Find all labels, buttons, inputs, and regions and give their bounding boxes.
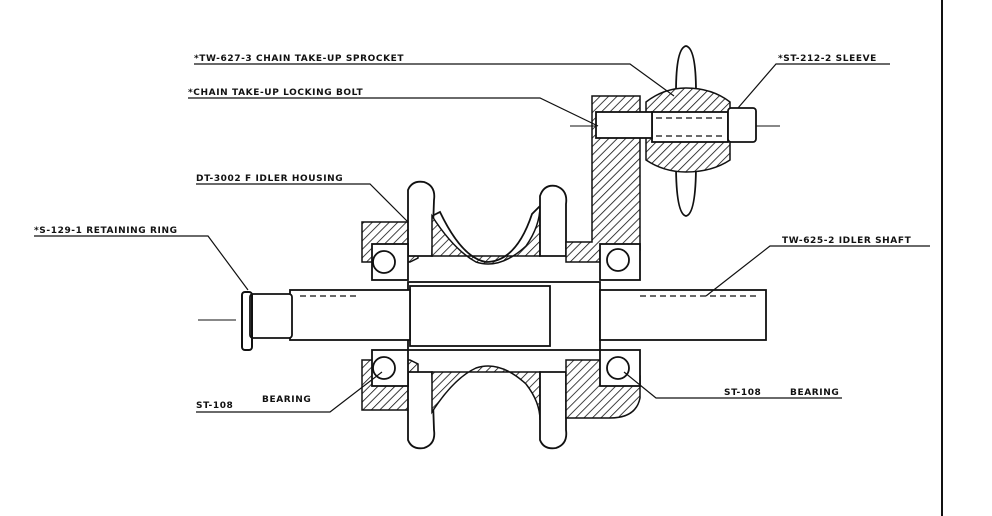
inner-sleeve bbox=[409, 285, 551, 347]
label-idler-housing: DT-3002 F IDLER HOUSING bbox=[196, 174, 343, 184]
sleeve bbox=[651, 111, 729, 143]
label-sprocket: *TW-627-3 CHAIN TAKE-UP SPROCKET bbox=[194, 54, 404, 64]
label-retaining-ring: *S-129-1 RETAINING RING bbox=[34, 226, 178, 236]
hub-lower bbox=[431, 365, 541, 421]
locking-bolt bbox=[595, 111, 653, 139]
bolt-head bbox=[727, 107, 757, 143]
hub-upper-outline bbox=[431, 205, 541, 263]
sprocket-tooth-bottom bbox=[675, 163, 697, 217]
sprocket-tooth-top bbox=[675, 45, 697, 93]
idler-shaft-right bbox=[599, 289, 767, 341]
label-locking-bolt: *CHAIN TAKE-UP LOCKING BOLT bbox=[188, 88, 364, 98]
right-bearing-upper bbox=[599, 243, 641, 281]
label-bearing-left-num: ST-108 bbox=[196, 401, 233, 411]
shaft-end bbox=[249, 293, 293, 339]
left-wheel-lower bbox=[407, 371, 436, 450]
idler-assembly bbox=[198, 95, 767, 450]
retaining-ring bbox=[241, 291, 253, 351]
right-wheel-lower bbox=[539, 371, 568, 450]
idler-shaft-left bbox=[289, 289, 411, 341]
left-bearing-upper bbox=[371, 243, 409, 281]
chain-takeup-group bbox=[570, 45, 780, 217]
left-wheel-upper bbox=[407, 180, 436, 257]
hub-upper bbox=[431, 205, 541, 265]
right-wheel-upper bbox=[539, 184, 568, 257]
left-bearing-lower bbox=[371, 349, 409, 387]
label-bearing-right-num: ST-108 bbox=[724, 388, 761, 398]
leader-lines bbox=[34, 63, 930, 413]
label-bearing-left-word: BEARING bbox=[262, 395, 311, 405]
label-idler-shaft: TW-625-2 IDLER SHAFT bbox=[782, 236, 912, 246]
label-bearing-right-word: BEARING bbox=[790, 388, 839, 398]
label-sleeve: *ST-212-2 SLEEVE bbox=[778, 54, 877, 64]
